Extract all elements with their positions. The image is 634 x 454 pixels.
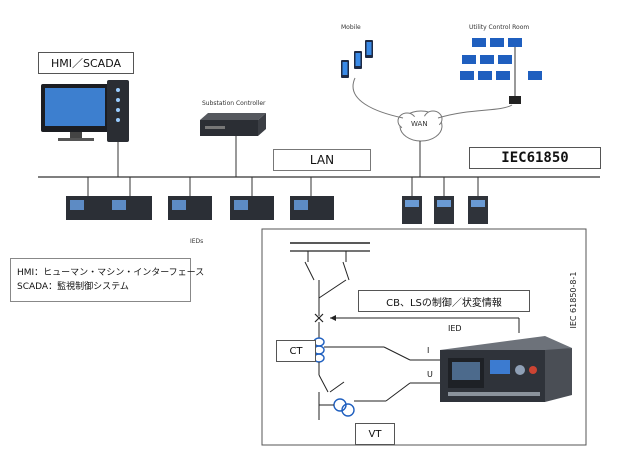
ct-box: CT [276,340,316,362]
vertical-ied-units [402,177,488,224]
legend-box: HMI：ヒューマン・マシン・インターフェース SCADA：監視制御システム [10,258,204,302]
vt-transformer-symbol [319,398,355,417]
legend-line-1: HMI：ヒューマン・マシン・インターフェース [17,268,205,278]
ied-units-row [66,177,334,220]
ied-label: IED [448,324,462,333]
ieds-label: IEDs [190,238,204,245]
circuit-breaker-symbol [314,313,324,323]
voltage-signal-label: U [427,370,433,379]
mobile-label: Mobile [341,24,361,31]
lan-box: LAN [273,149,371,171]
cb-ls-control-box: CB、LSの制御／状変情報 [358,290,530,312]
hmi-scada-box: HMI／SCADA [38,52,134,74]
control-room-wire [437,104,513,119]
wan-label: WAN [411,120,428,128]
legend-line-2: SCADA：監視制御システム [17,282,129,292]
iec61850-box: IEC61850 [469,147,601,169]
current-signal-label: I [427,346,430,355]
substation-controller-icon [200,113,266,136]
utility-control-room-label: Utility Control Room [469,24,530,31]
substation-controller-label: Substation Controller [202,100,266,107]
wan-cloud-icon [397,110,443,142]
hmi-computer-icon [41,80,129,142]
vt-box: VT [355,423,395,445]
control-arrow [330,315,336,321]
process-level-frame [261,228,587,446]
mobile-wire [352,77,404,119]
ied-device-icon [440,336,572,402]
mobile-device-icons [341,40,373,78]
iec61850-8-1-label: IEC 61850-8-1 [569,272,578,329]
control-room-workstation-icons [460,38,542,104]
